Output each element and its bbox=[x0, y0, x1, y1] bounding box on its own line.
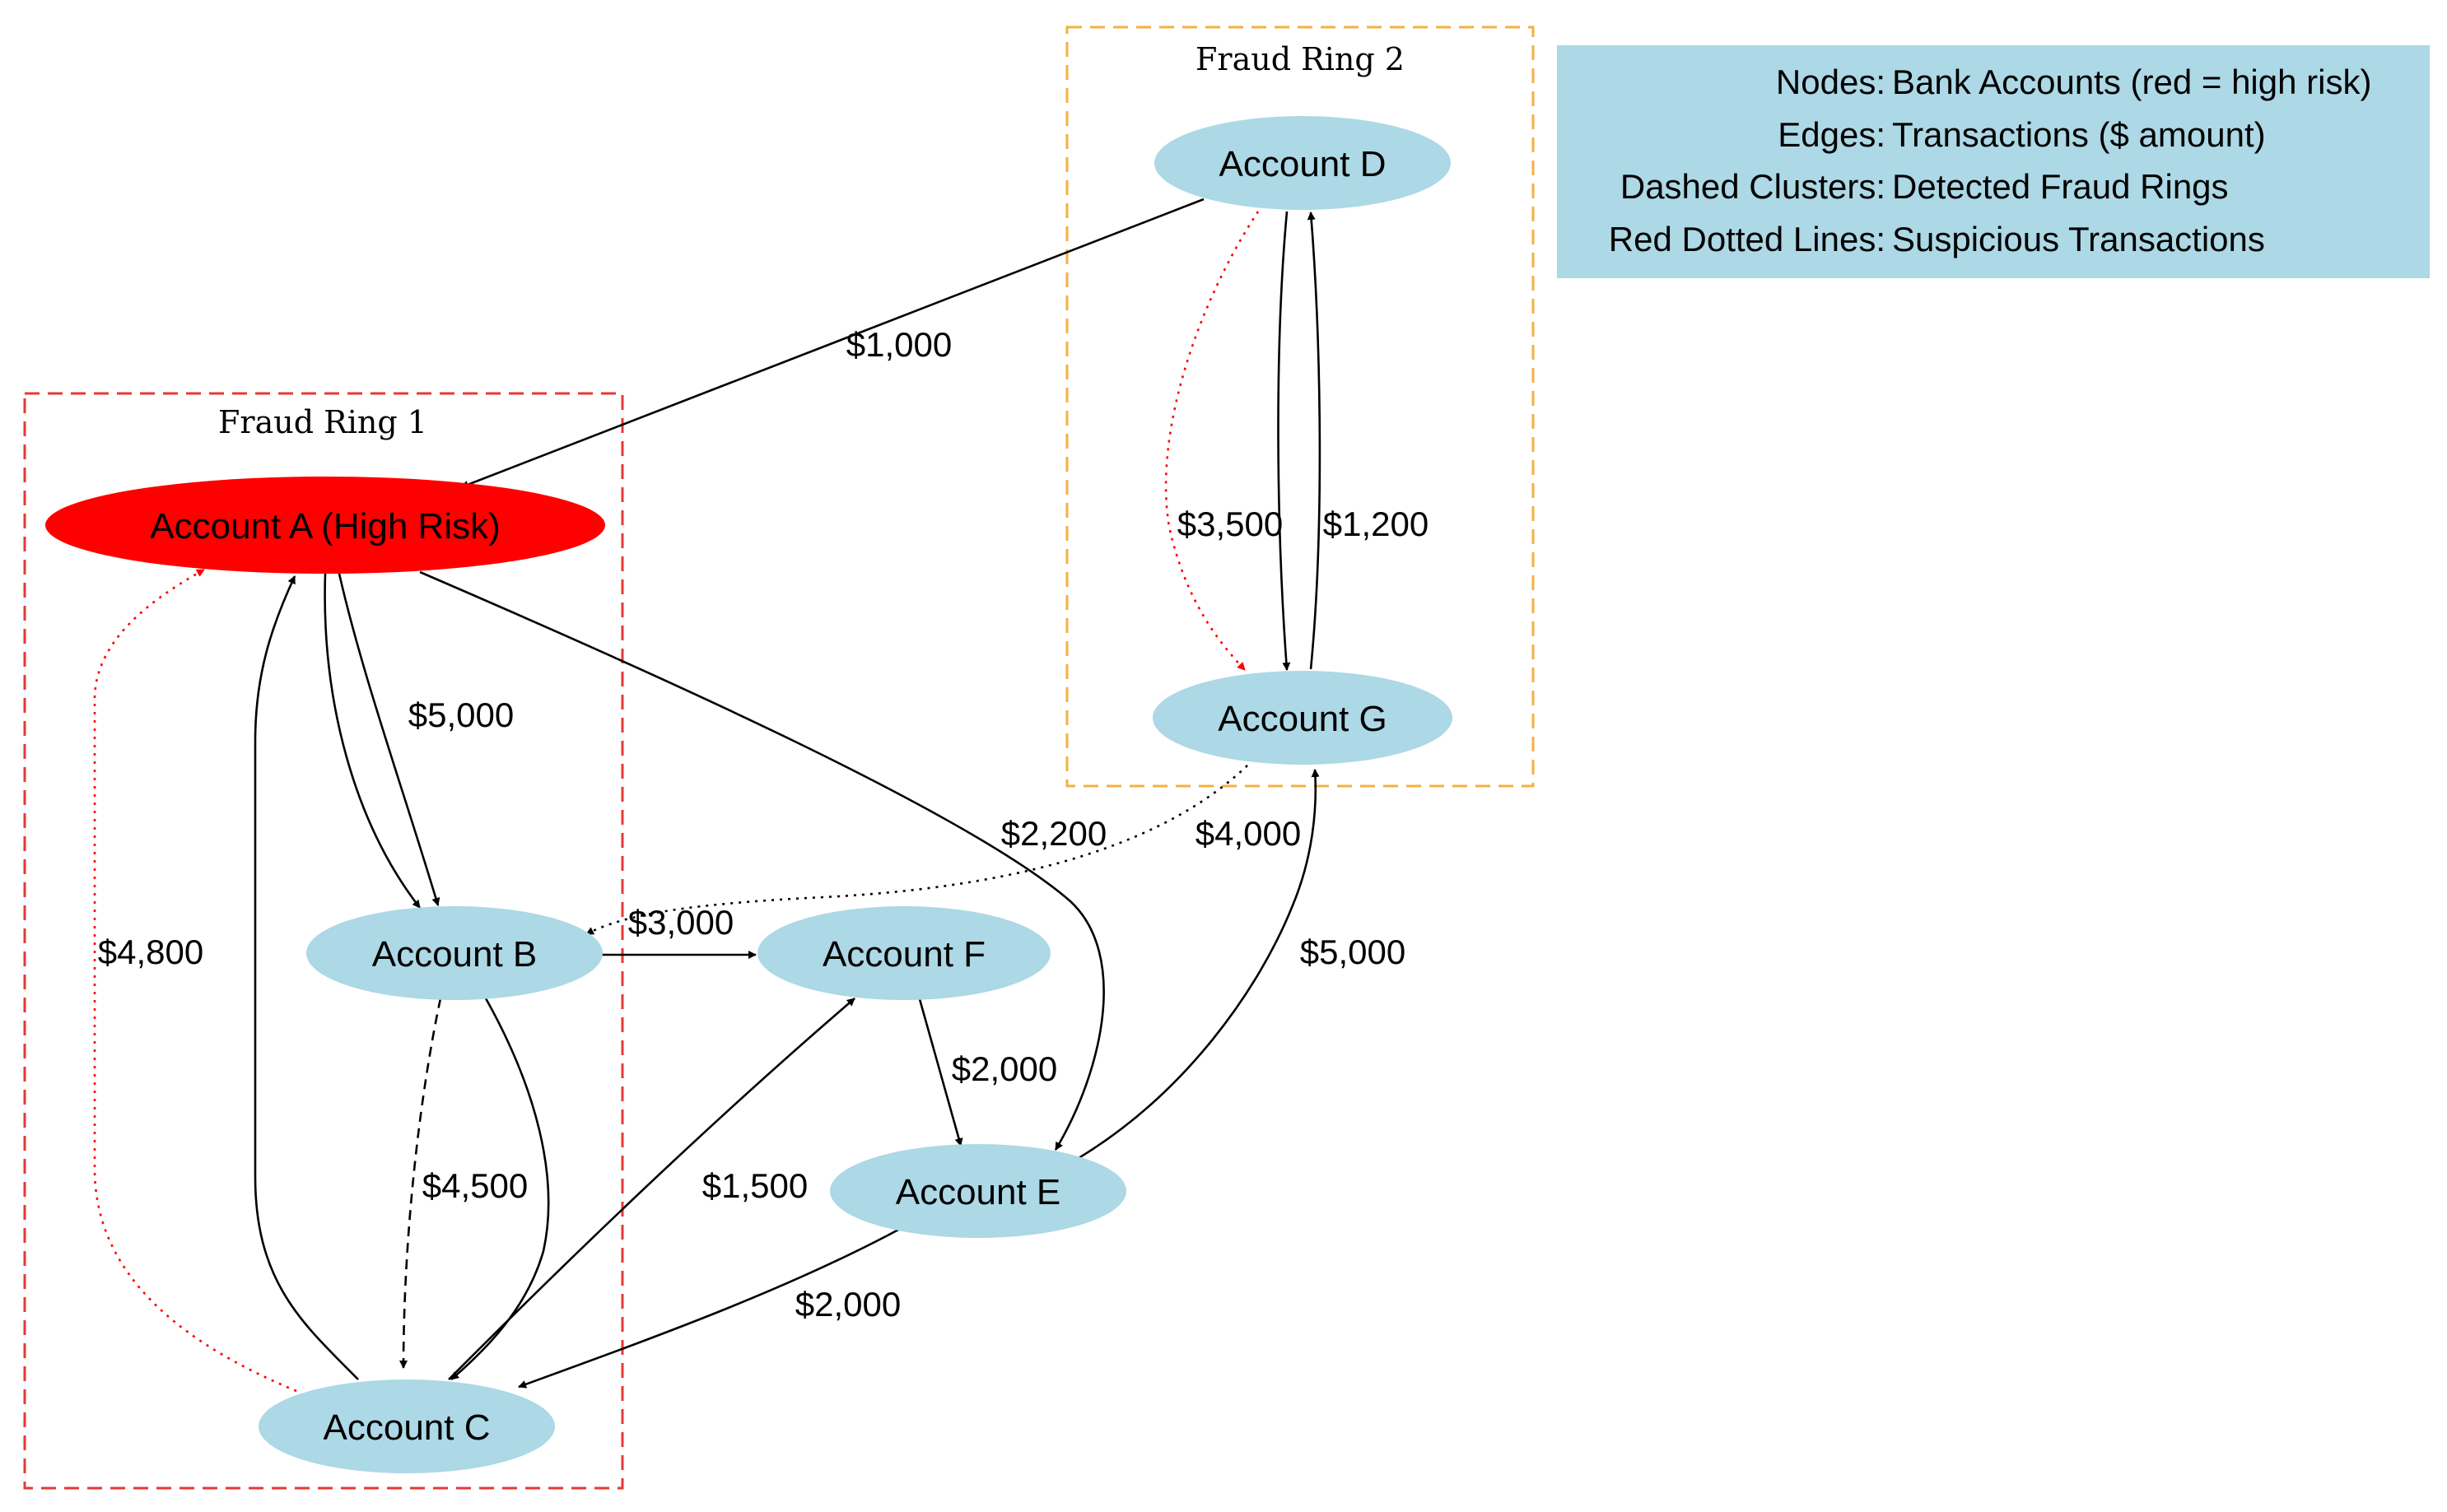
node-account-e-shape[interactable] bbox=[830, 1144, 1126, 1238]
node-account-f[interactable]: Account F bbox=[757, 906, 1051, 1000]
legend: Nodes: Bank Accounts (red = high risk) E… bbox=[1557, 45, 2430, 278]
edge-label-g-to-b: $3,000 bbox=[628, 903, 734, 942]
edge-label-c-to-a: $4,800 bbox=[98, 933, 203, 971]
edge-label-a-to-b: $5,000 bbox=[408, 696, 514, 734]
legend-value-edges: Transactions ($ amount) bbox=[1892, 115, 2266, 154]
node-account-a[interactable]: Account A (High Risk) bbox=[45, 477, 605, 574]
edge-g-to-b bbox=[585, 765, 1248, 936]
edge-e-to-c bbox=[518, 1226, 902, 1389]
edge-f-to-e bbox=[918, 998, 963, 1147]
legend-background bbox=[1557, 45, 2430, 278]
edge-label-b-to-c: $4,500 bbox=[422, 1166, 528, 1205]
edge-a-to-e bbox=[419, 570, 1105, 1151]
legend-value-nodes: Bank Accounts (red = high risk) bbox=[1892, 63, 2371, 101]
edge-b-to-c bbox=[450, 998, 550, 1380]
legend-key-red-dotted: Red Dotted Lines: bbox=[1609, 220, 1885, 258]
node-account-b[interactable]: Account B bbox=[306, 906, 603, 1000]
edge-label-g-to-d: $1,200 bbox=[1323, 505, 1429, 543]
node-account-c[interactable]: Account C bbox=[259, 1379, 555, 1473]
node-account-d[interactable]: Account D bbox=[1154, 116, 1451, 210]
edge-c-to-f bbox=[448, 998, 855, 1380]
edge-a-to-b-2 bbox=[338, 573, 440, 906]
cluster-fraud-ring-2: Fraud Ring 2 bbox=[1065, 26, 1535, 788]
node-account-e-label: Account E bbox=[896, 1172, 1061, 1212]
node-account-g-label: Account G bbox=[1218, 699, 1387, 739]
nodes: Account A (High Risk) Account B Account … bbox=[45, 116, 1452, 1473]
legend-key-clusters: Dashed Clusters: bbox=[1620, 167, 1885, 206]
node-account-f-shape[interactable] bbox=[757, 906, 1051, 1000]
node-account-a-label: Account A (High Risk) bbox=[150, 506, 501, 547]
cluster-fraud-ring-1: Fraud Ring 1 bbox=[23, 392, 624, 1490]
legend-key-edges: Edges: bbox=[1778, 115, 1885, 154]
edge-labels: $1,000 $5,000 $2,200 $4,000 $3,000 $4,80… bbox=[98, 325, 1429, 1324]
cluster-fraud-ring-1-label: Fraud Ring 1 bbox=[218, 404, 427, 440]
node-account-g-shape[interactable] bbox=[1153, 671, 1452, 765]
edge-d-to-g bbox=[1277, 211, 1291, 671]
node-account-b-shape[interactable] bbox=[306, 906, 603, 1000]
edge-a-to-b-1 bbox=[324, 573, 422, 909]
cluster-fraud-ring-1-border bbox=[23, 392, 624, 1490]
edge-c-to-a bbox=[254, 575, 359, 1380]
node-account-d-label: Account D bbox=[1219, 144, 1387, 184]
edge-g-to-d bbox=[1307, 212, 1321, 670]
node-account-a-shape[interactable] bbox=[45, 477, 605, 574]
legend-value-clusters: Detected Fraud Rings bbox=[1892, 167, 2229, 206]
node-account-c-shape[interactable] bbox=[259, 1379, 555, 1473]
node-account-e[interactable]: Account E bbox=[830, 1144, 1126, 1238]
edge-label-g-extra: $4,000 bbox=[1196, 814, 1301, 853]
edge-label-d-to-g: $3,500 bbox=[1177, 505, 1283, 543]
edge-d-to-g-suspicious bbox=[1164, 211, 1260, 671]
cluster-fraud-ring-2-label: Fraud Ring 2 bbox=[1196, 41, 1405, 77]
edge-c-to-a-suspicious bbox=[93, 568, 297, 1393]
legend-key-nodes: Nodes: bbox=[1776, 63, 1885, 101]
edge-label-e-to-c: $2,000 bbox=[795, 1285, 901, 1324]
edge-label-d-to-a: $1,000 bbox=[846, 325, 952, 364]
edges bbox=[93, 198, 1321, 1393]
edge-b-to-c-dashed bbox=[399, 998, 442, 1369]
edge-label-f-to-e: $2,000 bbox=[952, 1049, 1057, 1088]
cluster-fraud-ring-2-border bbox=[1065, 26, 1535, 788]
node-account-d-shape[interactable] bbox=[1154, 116, 1451, 210]
node-account-g[interactable]: Account G bbox=[1153, 671, 1452, 765]
node-account-b-label: Account B bbox=[372, 934, 538, 975]
edge-label-a-to-e: $2,200 bbox=[1001, 814, 1107, 853]
edge-e-to-g bbox=[1074, 769, 1320, 1162]
node-account-f-label: Account F bbox=[823, 934, 986, 975]
edge-label-c-to-f: $1,500 bbox=[702, 1166, 808, 1205]
edge-d-to-a bbox=[460, 198, 1205, 489]
node-account-c-label: Account C bbox=[324, 1407, 491, 1448]
legend-value-red-dotted: Suspicious Transactions bbox=[1892, 220, 2265, 258]
edge-label-e-to-g: $5,000 bbox=[1300, 933, 1405, 971]
